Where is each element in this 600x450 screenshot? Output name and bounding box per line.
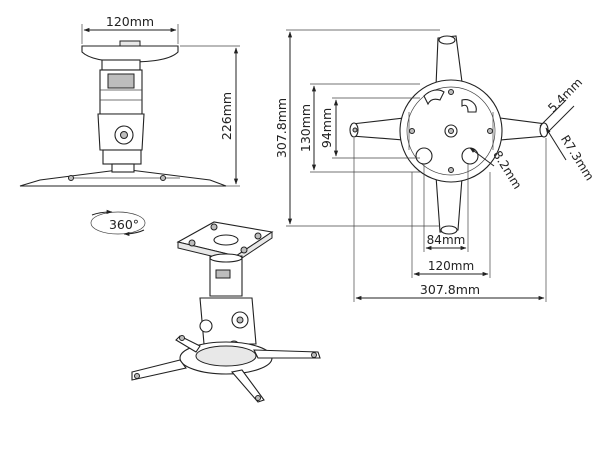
inner-height-label: 130mm	[298, 104, 313, 152]
perspective-view	[131, 221, 321, 403]
overall-height-label: 307.8mm	[274, 98, 289, 158]
rotation-indicator: 360°	[90, 209, 146, 237]
side-view: 120mm 226mm	[19, 14, 240, 187]
top-view: 307.8mm 130mm 94mm 84mm 120mm 307.8mm 5.…	[274, 29, 597, 302]
slot-label: 8.2mm	[490, 148, 524, 191]
slot-width-label: 5.4mm	[545, 75, 585, 115]
hole-height-label: 94mm	[319, 108, 334, 148]
side-height-label: 226mm	[219, 92, 234, 140]
radius-label: R7.3mm	[558, 133, 597, 184]
hole-width-label: 84mm	[427, 233, 466, 247]
inner-width-label: 120mm	[428, 259, 474, 273]
rotation-label: 360°	[109, 217, 139, 232]
overall-width-label: 307.8mm	[420, 282, 480, 297]
side-width-label: 120mm	[106, 14, 154, 29]
